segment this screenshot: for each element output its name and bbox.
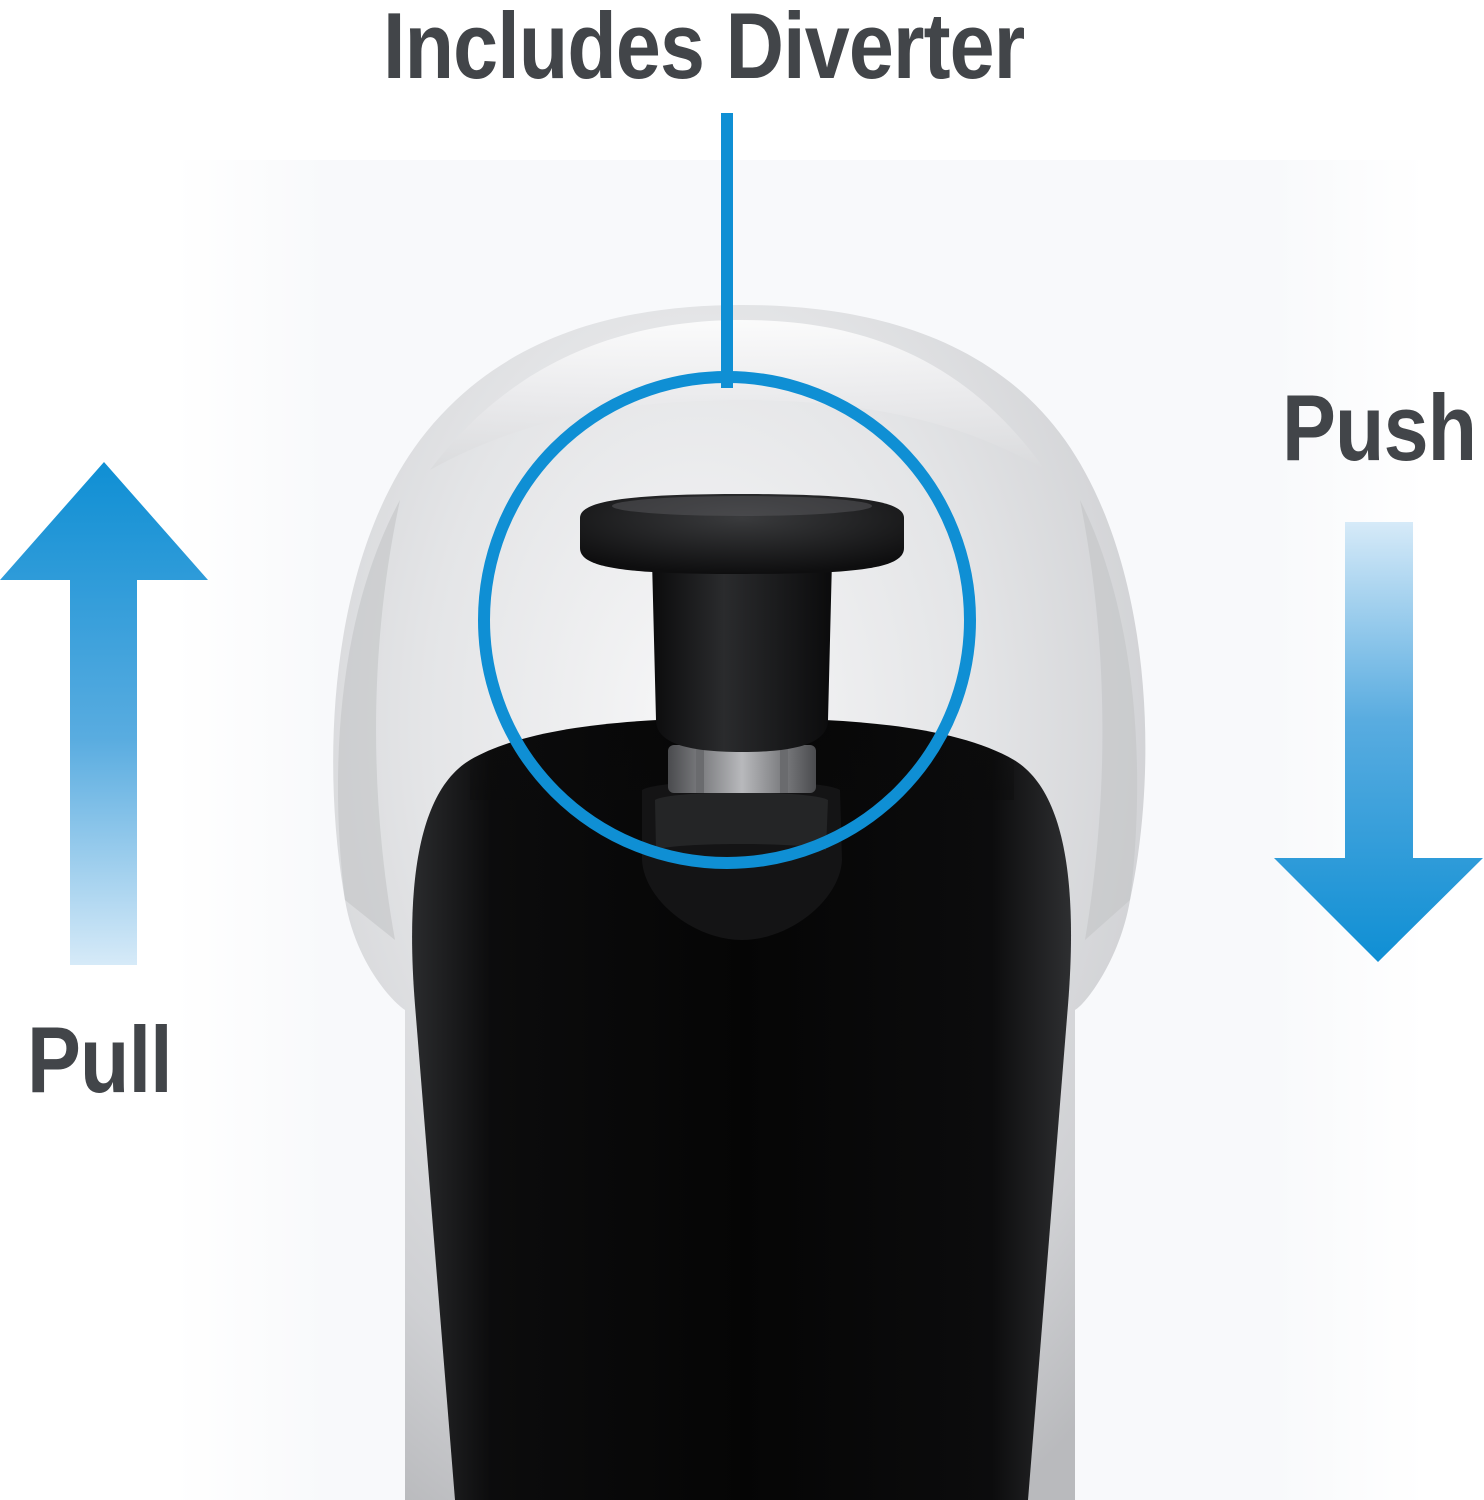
diverter-knob [580, 494, 904, 940]
page-title: Includes Diverter [383, 0, 1025, 98]
arrow-down-icon [1274, 522, 1483, 962]
push-label: Push [1282, 375, 1477, 480]
pull-label: Pull [27, 1007, 173, 1112]
callout-circle [478, 371, 976, 869]
diverter-callout [478, 113, 976, 869]
arrow-up-icon [0, 462, 208, 965]
